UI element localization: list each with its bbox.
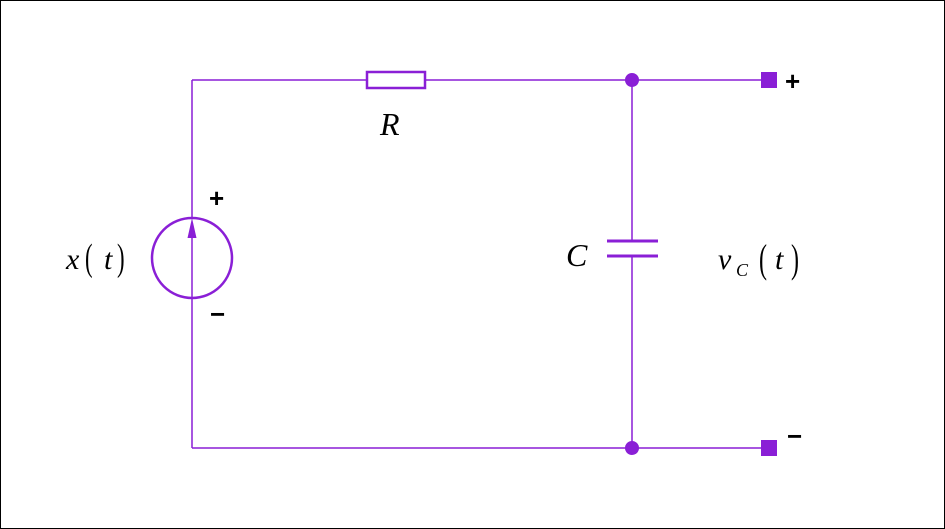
output-label: v C ( t ) [718,238,799,282]
output-label-var: v [718,243,732,276]
output-label-subscript: C [736,260,749,280]
junction-dot-bottom [625,441,639,455]
output-label-paren-open: ( [759,238,767,282]
output-label-paren-close: ) [791,238,799,282]
source-label-paren-close: ) [117,236,125,278]
source-minus-sign: − [210,299,225,329]
output-terminal-bottom [761,440,777,456]
source-label-arg: t [104,243,113,276]
capacitor-label: C [566,237,588,273]
circuit-wires [191,79,768,449]
source-plus-sign: + [209,183,224,213]
output-terminal-top [761,72,777,88]
source-label: x ( t ) [65,236,125,278]
resistor-symbol [365,70,427,90]
source-label-paren-open: ( [85,236,93,278]
output-label-arg: t [775,243,784,276]
source-label-var: x [65,243,80,276]
resistor-label: R [379,106,400,142]
current-source-symbol [150,216,234,300]
output-minus-sign: − [787,421,802,451]
output-plus-sign: + [785,66,800,96]
current-source-arrow-icon [187,218,197,298]
junction-dot-top [625,73,639,87]
